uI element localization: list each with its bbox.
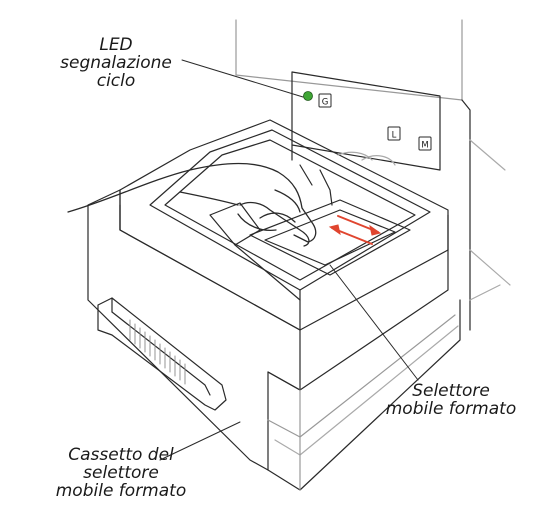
leader-cassetto (159, 421, 241, 461)
callout-selettore: Selettore mobile formato (366, 382, 536, 418)
callout-cassetto: Cassetto del selettore mobile formato (36, 446, 206, 500)
panel-button-m-label: M (421, 141, 428, 151)
callout-led-line: LED (99, 35, 133, 55)
selector-plate (209, 151, 411, 301)
callout-led: LED segnalazione ciclo (46, 36, 186, 90)
callout-led-line: segnalazione (60, 53, 172, 73)
drawer-box (87, 189, 461, 491)
callout-selettore-line: Selettore (412, 381, 490, 401)
drawer-handle (97, 297, 227, 411)
control-panel (291, 71, 441, 171)
leader-lines (159, 59, 419, 461)
panel-button-m[interactable]: M (418, 136, 432, 151)
hand-icon (67, 162, 317, 247)
callout-cassetto-line: selettore (83, 463, 159, 483)
leader-selettore (329, 264, 419, 381)
panel-button-g-label: G (322, 98, 329, 108)
leader-led (181, 59, 304, 98)
callout-cassetto-line: mobile formato (55, 481, 187, 501)
drawer-vents (129, 319, 186, 385)
led-icon (303, 91, 313, 101)
callout-led-line: ciclo (96, 71, 136, 91)
panel-button-g[interactable]: G (318, 93, 332, 108)
panel-button-l-label: L (392, 131, 397, 141)
callout-cassetto-line: Cassetto del (68, 445, 174, 465)
panel-button-l[interactable]: L (387, 126, 401, 141)
double-arrow-icon (328, 215, 382, 245)
callout-selettore-line: mobile formato (385, 399, 517, 419)
machine-body (235, 19, 511, 331)
